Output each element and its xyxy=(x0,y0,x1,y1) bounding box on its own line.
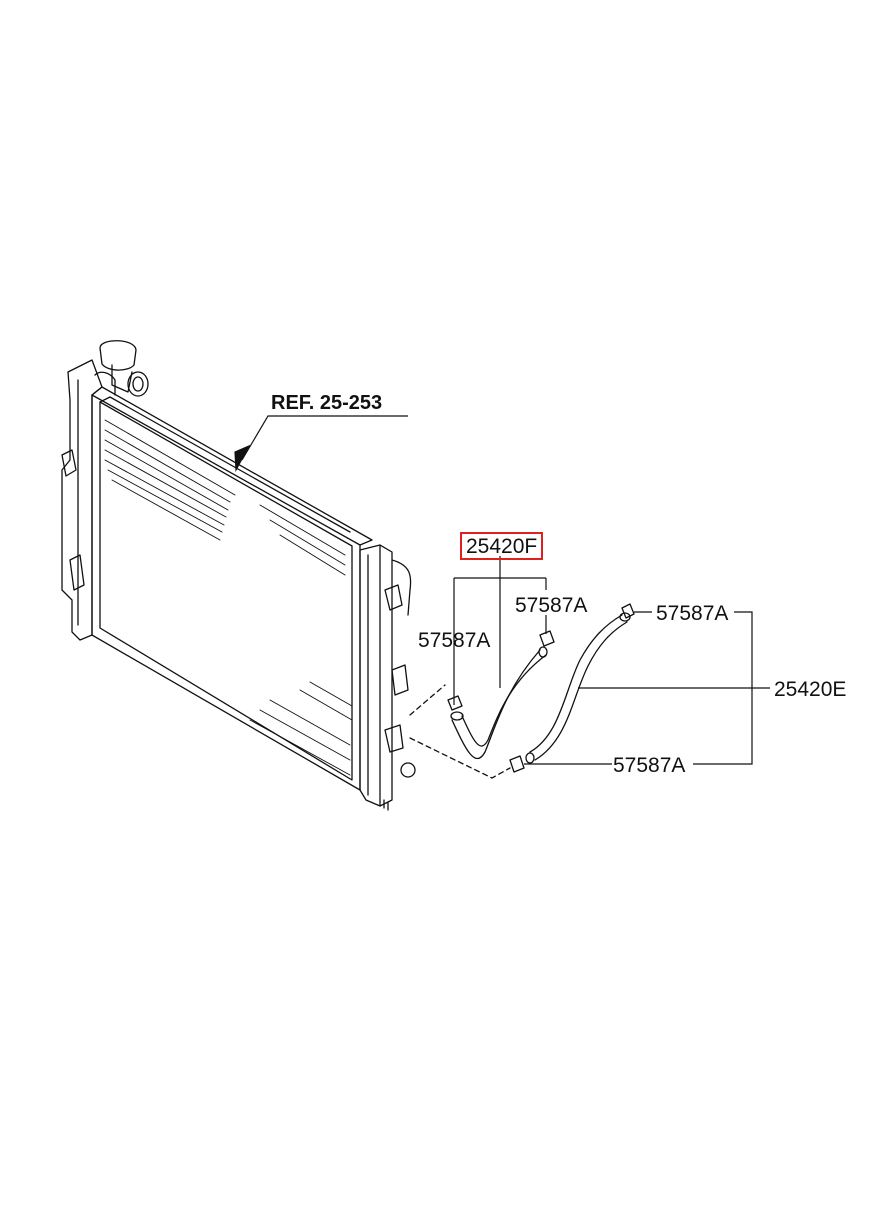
part-label-clamp-top-right[interactable]: 57587A xyxy=(656,602,729,625)
leader-ref xyxy=(241,415,408,461)
part-label-clamp-top-middle[interactable]: 57587A xyxy=(515,594,588,617)
hose-25420F xyxy=(450,646,548,760)
hose-25420E xyxy=(525,612,631,764)
radiator-right-tank xyxy=(359,544,416,811)
dash-line-upper xyxy=(409,684,446,716)
part-label-clamp-left[interactable]: 57587A xyxy=(418,629,491,652)
radiator-core xyxy=(91,386,373,791)
part-label-25420E[interactable]: 25420E xyxy=(774,678,847,701)
radiator-left-tank xyxy=(61,359,103,641)
reference-label[interactable]: REF. 25-253 xyxy=(271,392,383,414)
bracket-25420F xyxy=(453,577,547,705)
filler-neck xyxy=(94,340,149,397)
part-label-clamp-bottom[interactable]: 57587A xyxy=(613,754,686,777)
clamp-shapes xyxy=(447,603,635,773)
part-label-25420F-highlighted[interactable]: 25420F xyxy=(460,532,544,560)
arrow-ref xyxy=(234,444,251,473)
dash-line-lower xyxy=(409,737,511,779)
